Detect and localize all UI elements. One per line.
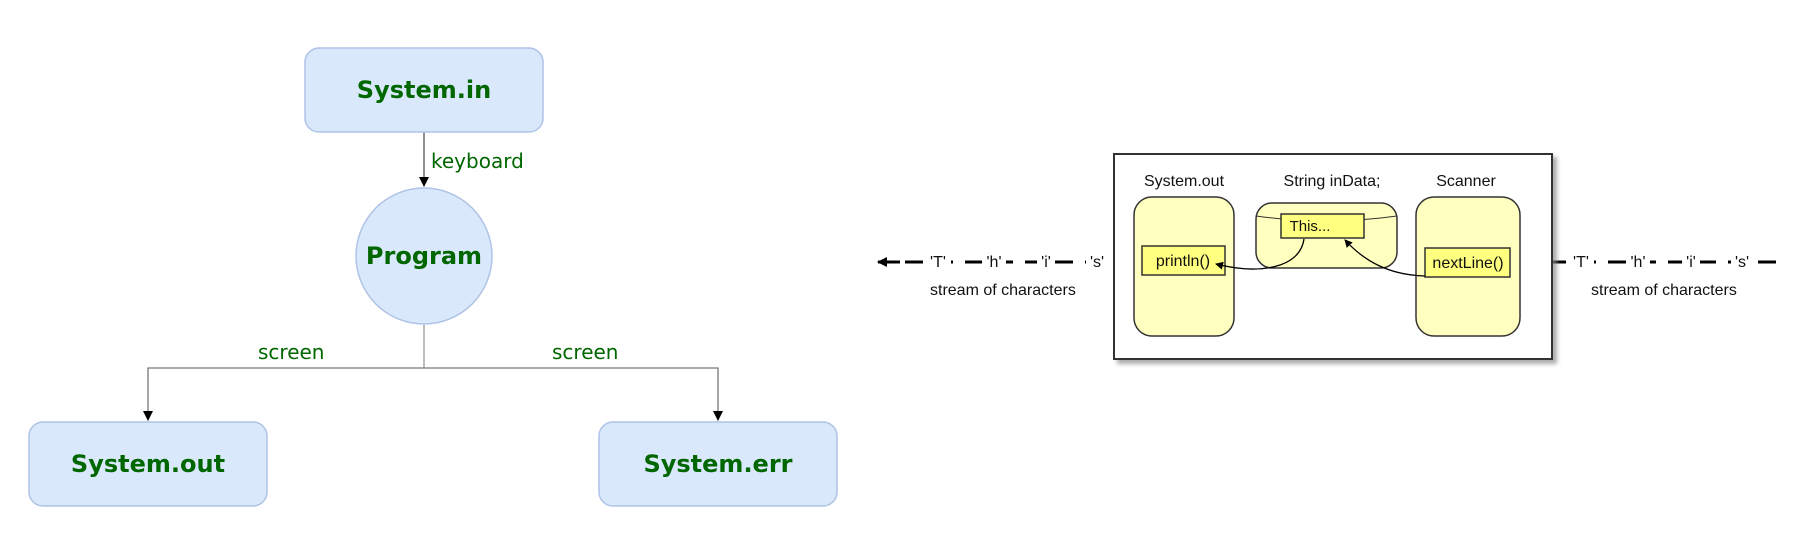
node-system-err: System.err [598, 421, 838, 507]
left-diagram: keyboard screen screen System.in Program… [28, 47, 838, 507]
edge-label-screen-right: screen [552, 340, 618, 364]
nextline-method [1424, 247, 1511, 278]
input-stream-caption: stream of characters [1591, 282, 1737, 299]
input-char-3: 'i' [1686, 254, 1696, 271]
svg-text:System.in: System.in [357, 76, 491, 104]
node-system-in: System.in [304, 47, 544, 133]
string-value-box [1280, 213, 1365, 239]
string-variable: String inData; This... [1255, 173, 1398, 269]
output-char-1: 'T' [930, 254, 946, 271]
svg-text:Program: Program [366, 242, 482, 270]
string-variable-title: String inData; [1284, 173, 1381, 190]
svg-text:System.err: System.err [643, 450, 792, 478]
input-char-1: 'T' [1573, 254, 1589, 271]
arrow-nextline-to-string [1344, 239, 1426, 277]
svg-text:This...: This... [1290, 218, 1331, 235]
node-system-out: System.out [28, 421, 268, 507]
edge-label-keyboard: keyboard [431, 149, 524, 173]
output-char-2: 'h' [986, 254, 1001, 271]
edge-label-screen-left: screen [258, 340, 324, 364]
svg-text:println(): println() [1156, 253, 1210, 270]
scanner-object: Scanner nextLine() [1415, 173, 1521, 337]
system-out-title: System.out [1144, 173, 1225, 190]
output-char-4: 's' [1090, 254, 1104, 271]
println-method [1141, 245, 1226, 276]
output-char-3: 'i' [1041, 254, 1051, 271]
edge-program-to-system-out [143, 367, 424, 421]
input-stream: 'T' 'h' 'i' 's' stream of characters [1524, 250, 1776, 299]
input-char-4: 's' [1735, 254, 1749, 271]
edge-program-to-system-err [424, 367, 723, 421]
input-char-2: 'h' [1630, 254, 1645, 271]
scanner-title: Scanner [1436, 173, 1496, 190]
output-stream-caption: stream of characters [930, 282, 1076, 299]
node-program: Program [355, 187, 493, 325]
svg-text:System.out: System.out [71, 450, 225, 478]
svg-text:nextLine(): nextLine() [1432, 255, 1503, 272]
output-stream: 'T' 'h' 'i' 's' stream of characters [877, 250, 1133, 299]
arrow-string-to-println [1215, 238, 1305, 270]
right-diagram: 'T' 'h' 'i' 's' stream of characters 'T'… [877, 153, 1776, 360]
system-out-object: System.out println() [1133, 173, 1235, 337]
